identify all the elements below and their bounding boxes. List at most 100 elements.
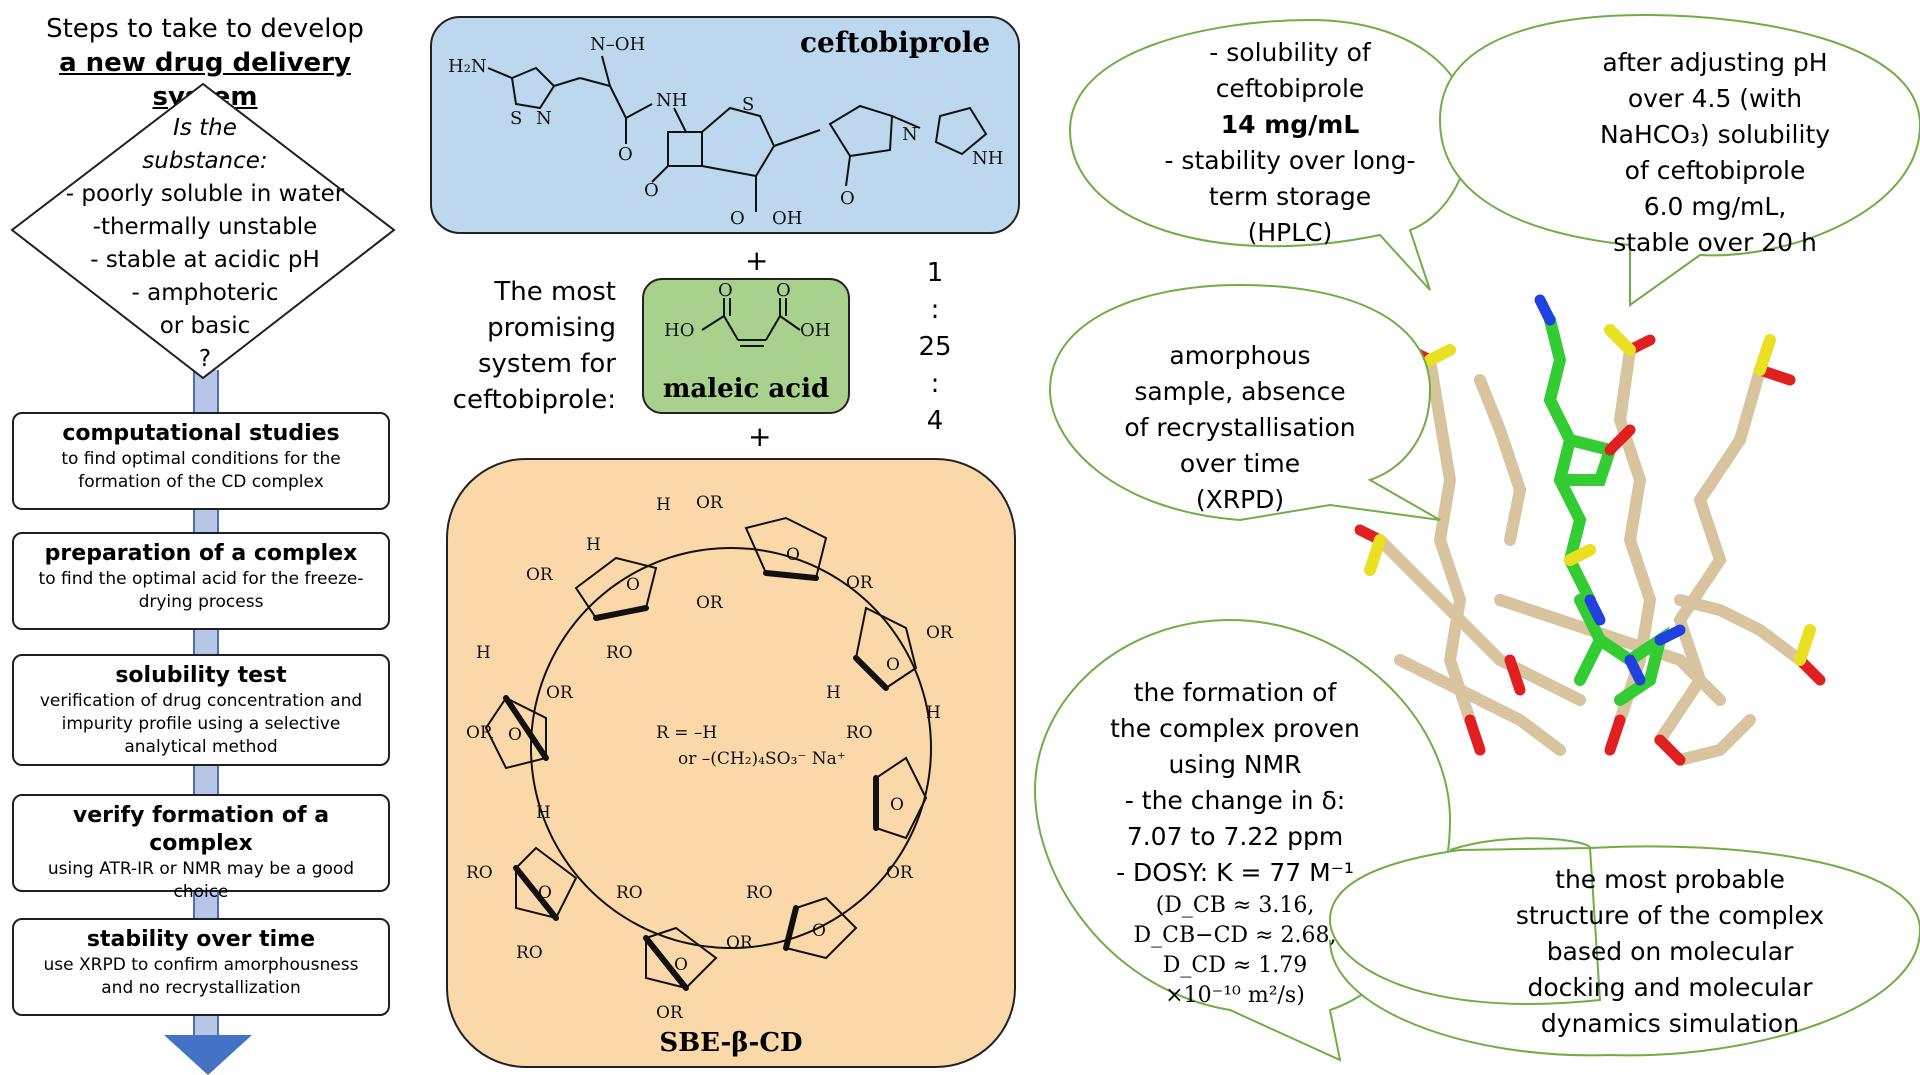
flow-title-line2: a new drug delivery system (59, 48, 351, 112)
step-title: solubility test (115, 663, 287, 688)
b1-line-1: ceftobiprole (1215, 74, 1365, 103)
chem-o-6: O (674, 955, 688, 975)
molecular-model-image (1354, 294, 1826, 766)
chem-s: S (742, 94, 754, 115)
b1-line-5: (HPLC) (1247, 218, 1333, 247)
chem-ro-3: RO (746, 883, 773, 903)
b4-line-0: the formation of (1133, 678, 1337, 707)
step-title: stability over time (86, 927, 316, 952)
step-solubility-test: solubility test verification of drug con… (12, 654, 390, 766)
chem-h-2: H (656, 495, 671, 515)
flow-title-line1: Steps to take to develop (46, 14, 364, 44)
bubble-1-text: - solubility of ceftobiprole 14 mg/mL - … (1080, 35, 1500, 251)
diamond-line-3: -thermally unstable (92, 214, 318, 240)
speech-bubbles (1033, 13, 1920, 1062)
b4-small-1: D_CB−CD ≈ 2.68, (1133, 923, 1337, 948)
b5-line-1: structure of the complex (1515, 901, 1825, 930)
sbe-cd-structure: H H OR OR OR RO OR OR H RO H OR RO OR RO… (466, 493, 954, 1023)
diamond-text: Is the substance: - poorly soluble in wa… (40, 112, 370, 376)
chem-ro-6: RO (516, 943, 543, 963)
step-computational-studies: computational studies to find optimal co… (12, 412, 390, 510)
b4-small: (D_CB ≈ 3.16, D_CB−CD ≈ 2.68, D_CD ≈ 1.7… (1035, 891, 1435, 1011)
b1-line-4: term storage (1208, 182, 1372, 211)
b3-line-0: amorphous (1169, 341, 1311, 370)
chem-o-lactam: O (644, 180, 659, 201)
chem-ro-2: RO (846, 723, 873, 743)
step-desc: to find the optimal acid for the freeze-… (38, 569, 364, 612)
b3-line-2: of recrystallisation (1124, 413, 1356, 442)
b4-line-4: 7.07 to 7.22 ppm (1126, 822, 1344, 851)
b2-line-2: NaHCO₃) solubility (1599, 120, 1831, 149)
b3-line-3: over time (1179, 449, 1301, 478)
diamond-line-1: substance: (142, 148, 268, 174)
chem-o-acid: O (730, 208, 745, 229)
chem-r-def-2: or –(CH₂)₄SO₃⁻ Na⁺ (678, 749, 846, 769)
b2-line-4: 6.0 mg/mL, (1643, 192, 1787, 221)
bubble-2-shape (1438, 13, 1920, 307)
promising-text: The most promising system for ceftobipro… (452, 277, 616, 415)
b2-line-1: over 4.5 (with (1627, 84, 1803, 113)
chem-nh-pyrrolidine: NH (972, 148, 1003, 169)
chem-or-2: OR (526, 565, 554, 585)
step-desc: to find optimal conditions for the forma… (61, 449, 341, 492)
chem-h-3: H (826, 683, 841, 703)
chem-or-6: OR (886, 863, 914, 883)
b5-line-4: dynamics simulation (1540, 1009, 1800, 1038)
b5-line-2: based on molecular (1546, 937, 1794, 966)
ratio-3: : (930, 369, 940, 399)
chem-ro-5: RO (466, 863, 493, 883)
maleic-acid-label: maleic acid (662, 374, 830, 404)
ratio-2: 25 (918, 332, 952, 362)
ceftobiprole-label: ceftobiprole (800, 26, 991, 59)
bubble-3-text: amorphous sample, absence of recrystalli… (1050, 338, 1430, 518)
step-title: verify formation of a complex (72, 803, 330, 856)
step-preparation: preparation of a complex to find the opt… (12, 532, 390, 630)
chem-or-5: OR (926, 623, 954, 643)
ratio-1: : (930, 295, 940, 325)
chem-or-10: OR (546, 683, 574, 703)
b2-line-3: of ceftobiprole (1624, 156, 1806, 185)
chem-h-4: H (926, 703, 941, 723)
b2-line-0: after adjusting pH (1602, 48, 1828, 77)
sbe-cd-box (446, 458, 1016, 1068)
b2-line-5: stable over 20 h (1613, 228, 1817, 257)
b3-line-4: (XRPD) (1195, 485, 1285, 514)
chem-o-3: O (886, 655, 900, 675)
chem-o-8: O (508, 725, 522, 745)
bubble-5-text: the most probable structure of the compl… (1430, 862, 1910, 1042)
chem-nh: NH (656, 90, 687, 111)
chem-ho: HO (664, 320, 694, 341)
bubble-2-text: after adjusting pH over 4.5 (with NaHCO₃… (1505, 45, 1920, 261)
b4-small-0: (D_CB ≈ 3.16, (1155, 893, 1315, 918)
chem-or-8: OR (656, 1003, 684, 1023)
sbe-cd-label: SBE-β-CD (659, 1028, 803, 1058)
step-stability: stability over time use XRPD to confirm … (12, 918, 390, 1016)
b3-line-1: sample, absence (1134, 377, 1346, 406)
step-desc: use XRPD to confirm amorphousness and no… (43, 955, 359, 998)
chem-o-amide: O (618, 144, 633, 165)
chem-n-thiadiazole: N (536, 108, 552, 129)
chem-s-thiadiazole: S (510, 108, 522, 129)
step-title: computational studies (62, 421, 340, 446)
chem-noh: N–OH (590, 34, 645, 55)
ceftobiprole-structure: H₂N N–OH NH S S N O O O OH O N NH (448, 34, 1003, 229)
chem-ro-4: RO (616, 883, 643, 903)
ratio-4: 4 (926, 406, 944, 436)
ratio: 1 : 25 : 4 (915, 255, 955, 440)
chem-oh: OH (800, 320, 830, 341)
step-desc: verification of drug concentration and i… (39, 691, 363, 757)
chem-or-4: OR (846, 573, 874, 593)
diamond-line-6: or basic (159, 313, 251, 339)
bubble-5-shape (1328, 837, 1920, 1057)
maleic-acid-structure: HO O O OH (664, 280, 830, 347)
bubble-3-shape (1048, 283, 1441, 522)
chem-o-7: O (538, 883, 552, 903)
step-title: preparation of a complex (44, 541, 358, 566)
b4-line-1: the complex proven (1110, 714, 1360, 743)
chem-o-pyrrolidinone: O (840, 188, 855, 209)
b5-line-3: docking and molecular (1527, 973, 1813, 1002)
chem-h-1: H (586, 535, 601, 555)
plus-sign-1: + (745, 244, 769, 277)
b1-line-2: 14 mg/mL (1220, 110, 1360, 139)
chem-or-9: OR (466, 723, 494, 743)
